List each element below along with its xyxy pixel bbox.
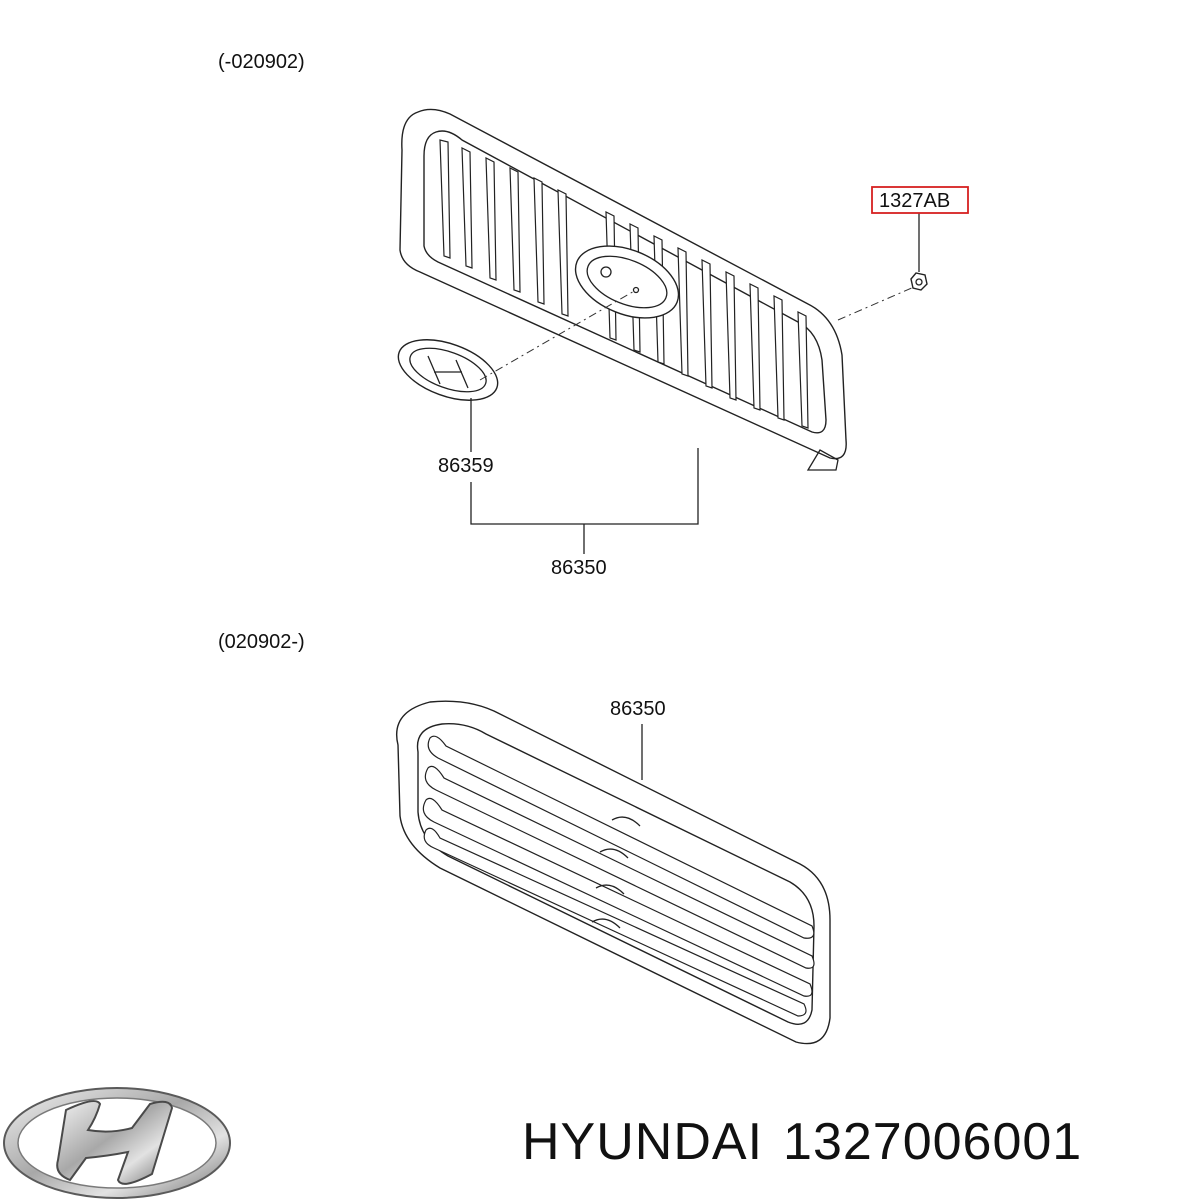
upper-grille-illustration [399, 108, 847, 471]
part-number: 1327006001 [783, 1113, 1083, 1171]
upper-grille-slats [439, 139, 809, 429]
nut-icon [910, 272, 928, 291]
lower-grille-slats [422, 735, 815, 1017]
brand-part-title: HYUNDAI 1327006001 [522, 1112, 1102, 1172]
hyundai-logo-icon [3, 1087, 231, 1199]
upper-date-range: (-020902) [218, 51, 305, 73]
emblem-callout-label: 86359 [438, 455, 494, 477]
assembly-bracket-line [470, 448, 699, 554]
lower-assembly-callout-label: 86350 [610, 698, 666, 720]
nut-alignment-line [837, 286, 915, 321]
upper-assembly-callout-label: 86350 [551, 557, 607, 579]
lower-date-range: (020902-) [218, 631, 305, 653]
brand-name: HYUNDAI [522, 1113, 764, 1171]
lower-grille-illustration [396, 700, 831, 1045]
emblem-illustration [397, 339, 499, 401]
grille-emblem-mount [574, 245, 680, 319]
nut-callout-label: 1327AB [879, 190, 950, 212]
emblem-alignment-line [479, 289, 637, 381]
nut-callout-box [871, 186, 969, 214]
